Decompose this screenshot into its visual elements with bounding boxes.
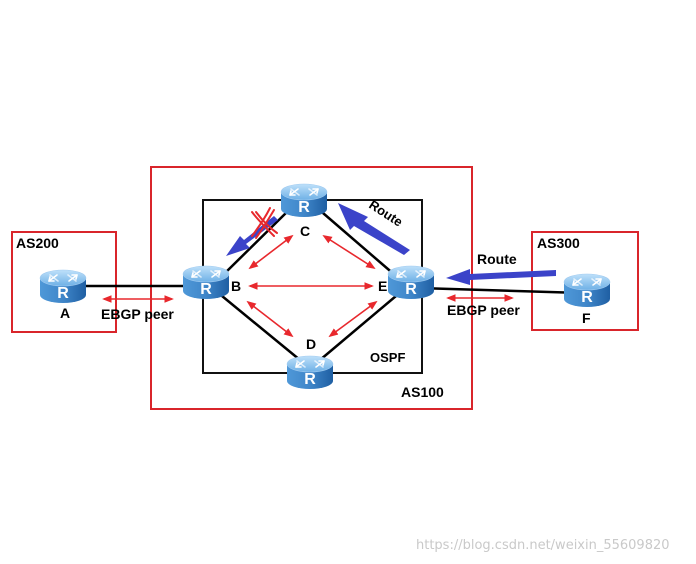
- svg-text:R: R: [581, 289, 593, 306]
- arrow-d-e: [328, 300, 378, 338]
- router-icon-c: R: [280, 183, 328, 218]
- cross-icon: [251, 207, 278, 239]
- router-icon-e: R: [387, 265, 435, 300]
- session-arrows: [102, 234, 514, 338]
- route-arrow-e-c: [338, 203, 410, 255]
- as100-label: AS100: [401, 384, 444, 400]
- router-icon-f: R: [563, 273, 611, 308]
- router-label-a: A: [60, 305, 70, 321]
- route-arrow-f-e: [446, 269, 556, 285]
- route-label-top: Route: [366, 197, 405, 230]
- svg-text:R: R: [304, 371, 316, 388]
- arrow-b-d: [246, 300, 294, 338]
- svg-text:R: R: [57, 285, 69, 302]
- arrow-c-e: [322, 234, 376, 270]
- ebgp-label-right: EBGP peer: [447, 302, 520, 318]
- router-label-f: F: [582, 310, 591, 326]
- physical-links: [78, 205, 584, 362]
- as200-label: AS200: [16, 235, 59, 251]
- route-label-right: Route: [477, 251, 517, 267]
- router-icon-a: R: [39, 269, 87, 304]
- router-label-c: C: [300, 223, 310, 239]
- link-b-d: [220, 294, 302, 362]
- ospf-label: OSPF: [370, 350, 405, 365]
- router-icon-d: R: [286, 355, 334, 390]
- watermark: https://blog.csdn.net/weixin_55609820: [416, 538, 670, 553]
- as200-boundary: [11, 231, 117, 333]
- ebgp-label-left: EBGP peer: [101, 306, 174, 322]
- router-label-d: D: [306, 336, 316, 352]
- svg-text:R: R: [405, 281, 417, 298]
- svg-text:R: R: [298, 199, 310, 216]
- router-label-b: B: [231, 278, 241, 294]
- router-label-e: E: [378, 278, 387, 294]
- as300-boundary: [531, 231, 639, 331]
- as300-label: AS300: [537, 235, 580, 251]
- as100-boundary: [150, 166, 473, 410]
- router-icon-b: R: [182, 265, 230, 300]
- svg-text:R: R: [200, 281, 212, 298]
- arrow-b-c: [248, 234, 294, 270]
- link-e-f: [416, 286, 584, 295]
